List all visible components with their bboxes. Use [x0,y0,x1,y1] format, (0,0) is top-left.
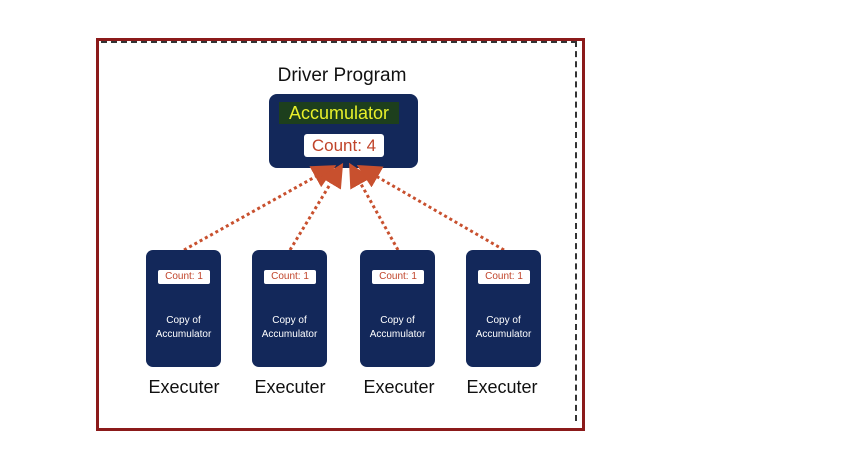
executor-box [252,250,327,367]
driver-count-label: Count: 4 [304,134,384,157]
copy-line-1: Copy of [166,315,201,326]
executor-copy-text: Copy of Accumulator [360,314,435,342]
copy-line-2: Accumulator [369,329,426,340]
copy-line-1: Copy of [486,315,521,326]
copy-line-2: Accumulator [261,329,318,340]
accumulator-label: Accumulator [279,102,399,124]
dashed-border [101,41,577,421]
copy-line-1: Copy of [272,315,307,326]
executor-label: Executer [363,377,435,397]
executor-count-label: Count: 1 [372,270,424,284]
copy-line-2: Accumulator [475,329,532,340]
executor-label: Executer [466,377,538,397]
arrow-executor-1 [183,165,337,252]
executor-box [146,250,221,367]
executor-copy-text: Copy of Accumulator [466,314,541,342]
arrow-executor-4 [356,164,505,252]
executor-copy-text: Copy of Accumulator [146,314,221,342]
executor-label: Executer [148,377,220,397]
executor-box [466,250,541,367]
executor-label: Executer [254,377,326,397]
driver-program-title: Driver Program [277,65,407,86]
executor-count-label: Count: 1 [158,270,210,284]
executor-count-label: Count: 1 [264,270,316,284]
arrow-executor-3 [349,162,400,251]
executor-count-label: Count: 1 [478,270,530,284]
executor-box [360,250,435,367]
executor-copy-text: Copy of Accumulator [252,314,327,342]
copy-line-2: Accumulator [155,329,212,340]
copy-line-1: Copy of [380,315,415,326]
arrow-executor-2 [288,162,344,251]
